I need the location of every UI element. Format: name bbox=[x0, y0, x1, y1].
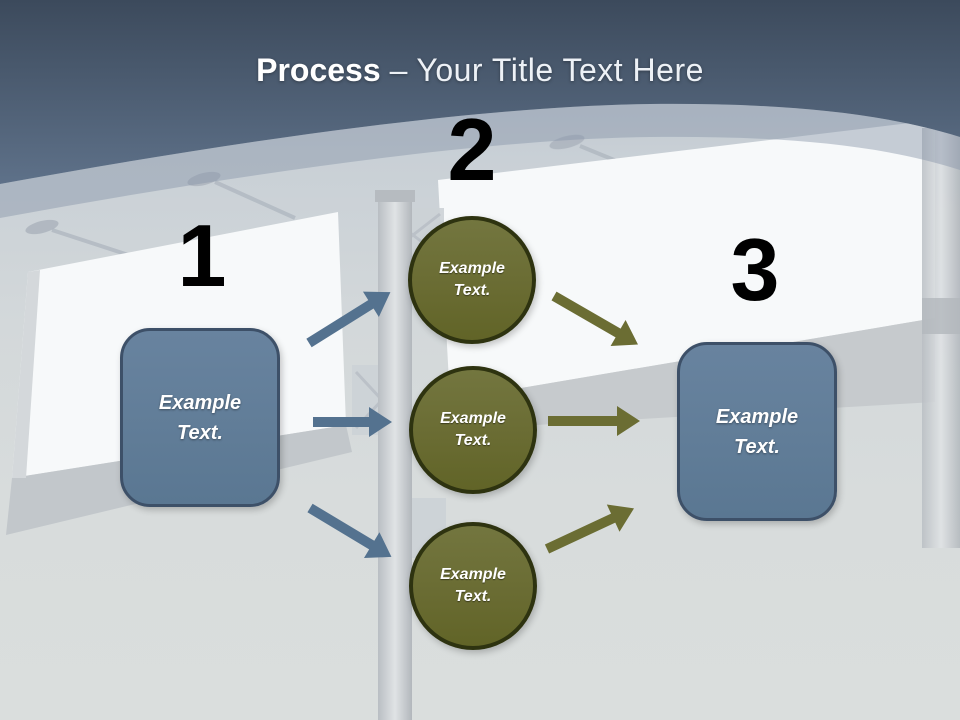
arrow-box1-to-circle3 bbox=[307, 503, 392, 558]
process-step-circle-3-label: Example Text. bbox=[440, 566, 506, 605]
title-separator: – bbox=[389, 52, 408, 88]
header-arc-band bbox=[0, 103, 960, 218]
process-step-circle-1-label: Example Text. bbox=[439, 260, 505, 299]
slide-title: Process–Your Title Text Here bbox=[0, 52, 960, 89]
process-step-circle-2: Example Text. bbox=[409, 366, 537, 494]
process-start-label: Example Text. bbox=[158, 391, 242, 444]
center-pole-cap bbox=[375, 190, 415, 202]
title-text: Your Title Text Here bbox=[416, 52, 704, 88]
header-curve bbox=[0, 0, 960, 184]
arrow-circle1-to-box3 bbox=[551, 291, 639, 346]
process-step-circle-3: Example Text. bbox=[409, 522, 537, 650]
arrow-circle2-to-box3 bbox=[548, 406, 640, 436]
center-pole bbox=[378, 192, 412, 720]
arrow-box1-to-circle2 bbox=[313, 407, 392, 437]
process-step-circle-1: Example Text. bbox=[408, 216, 536, 344]
arrow-box1-to-circle1 bbox=[306, 291, 391, 348]
step-number-3: 3 bbox=[730, 220, 780, 319]
arrow-circle3-to-box3 bbox=[544, 504, 635, 554]
process-end-label: Example Text. bbox=[715, 405, 799, 458]
process-step-circle-2-label: Example Text. bbox=[440, 410, 506, 449]
title-emphasis: Process bbox=[256, 52, 381, 88]
right-pole-bracket bbox=[922, 298, 960, 334]
step-number-1: 1 bbox=[177, 206, 227, 305]
step-number-2: 2 bbox=[447, 100, 497, 199]
right-pole bbox=[922, 128, 960, 548]
process-start-box: Example Text. bbox=[120, 328, 280, 507]
process-end-box: Example Text. bbox=[677, 342, 837, 521]
left-billboard-frame-edge bbox=[12, 270, 40, 478]
lamp-heads bbox=[25, 134, 585, 235]
right-billboard-panel bbox=[438, 120, 935, 400]
